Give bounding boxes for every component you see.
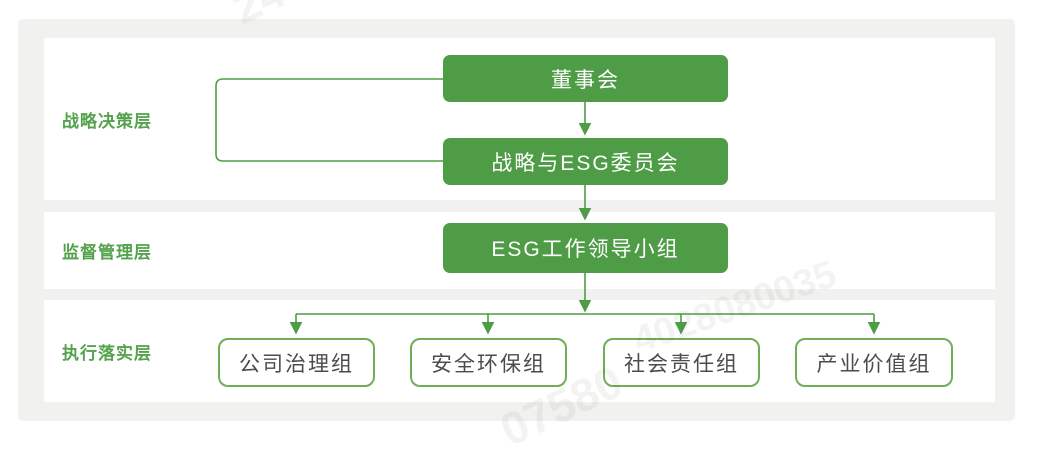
node-board-of-directors: 董事会 — [443, 55, 728, 102]
layer-label-execution-implementation: 执行落实层 — [62, 343, 152, 363]
node-social-responsibility-group: 社会责任组 — [603, 338, 760, 387]
node-industry-value-group: 产业价值组 — [795, 338, 953, 387]
layer-label-supervision-management: 监督管理层 — [62, 243, 152, 262]
node-corporate-governance-group: 公司治理组 — [218, 338, 375, 387]
node-safety-environment-group: 安全环保组 — [410, 338, 567, 387]
layer-label-strategic-decision: 战略决策层 — [62, 111, 152, 131]
node-esg-work-leading-group: ESG工作领导小组 — [443, 223, 728, 273]
node-strategy-esg-committee: 战略与ESG委员会 — [443, 138, 728, 185]
